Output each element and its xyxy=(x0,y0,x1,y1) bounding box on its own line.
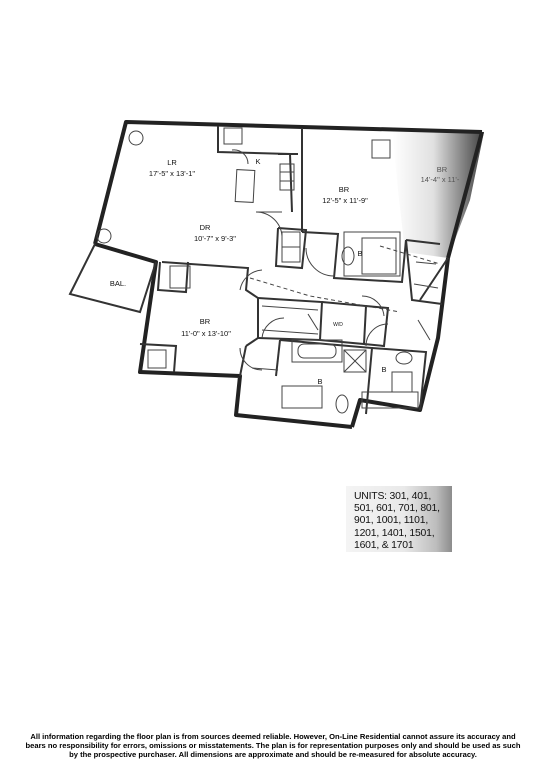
bedroom-2-label: BR xyxy=(200,317,211,326)
units-list: UNITS: 301, 401, 501, 601, 701, 801, 901… xyxy=(346,486,452,552)
units-line: 501, 601, 701, 801, xyxy=(354,503,440,515)
partial-room-dimensions: 14'-4" x 11'- xyxy=(421,175,460,184)
dr-dimensions: 10'-7" x 9'-3" xyxy=(194,234,236,243)
partial-room-label: BR xyxy=(437,165,448,174)
units-line: 1601, & 1701 xyxy=(354,539,414,551)
disclaimer-line: All information regarding the floor plan… xyxy=(30,732,516,741)
lr-dimensions: 17'-5" x 13'-1" xyxy=(149,169,195,178)
bedroom-1-label: BR xyxy=(339,185,350,194)
bath-1-label: B xyxy=(357,249,362,258)
units-line: 1201, 1401, 1501, xyxy=(354,527,435,539)
units-line: 901, 1001, 1101, xyxy=(354,515,429,527)
lr-label: LR xyxy=(167,158,177,167)
kitchen-label: K xyxy=(255,157,260,166)
fixtures xyxy=(96,127,441,414)
washer-dryer-label: W/D xyxy=(333,322,343,328)
bath-2-label: B xyxy=(317,377,322,386)
bedroom-2-dimensions: 11'-0" x 13'-10" xyxy=(181,329,231,338)
units-line: UNITS: 301, 401, xyxy=(354,491,432,502)
balcony-label: BAL. xyxy=(110,279,126,288)
disclaimer: All information regarding the floor plan… xyxy=(6,732,540,760)
dr-label: DR xyxy=(200,223,211,232)
scan-shadow xyxy=(392,128,484,258)
disclaimer-line: by the prospective purchaser. All dimens… xyxy=(69,750,477,760)
disclaimer-line: bears no responsibility for errors, omis… xyxy=(25,741,521,751)
bedroom-1-dimensions: 12'-5" x 11'-9" xyxy=(322,196,368,205)
bath-3-label: B xyxy=(381,365,386,374)
